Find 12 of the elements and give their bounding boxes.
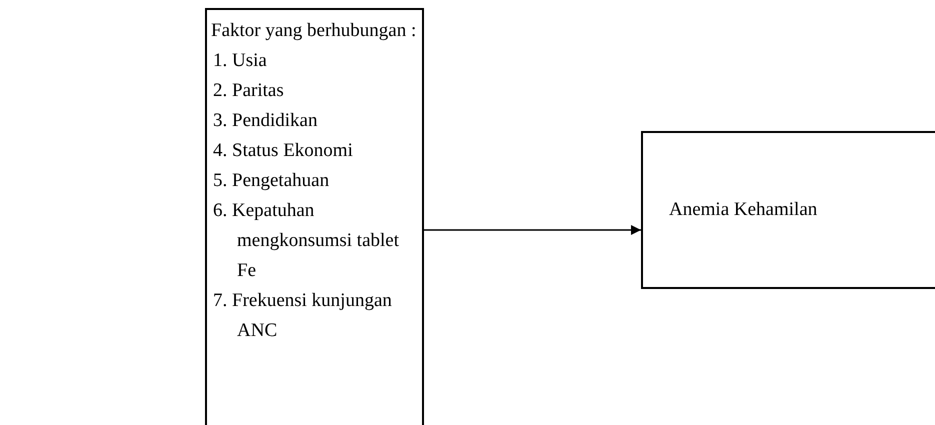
list-item: 1. Usia — [212, 49, 268, 73]
node-label: Anemia Kehamilan — [669, 198, 818, 222]
arrow — [424, 225, 641, 235]
list-item: 6. Kepatuhan mengkonsumsi tablet Fe — [212, 199, 400, 283]
list-item: 4. Status Ekonomi — [212, 139, 354, 163]
list-item: 3. Pendidikan — [212, 109, 318, 133]
text-box — [205, 8, 424, 425]
heading-text: Faktor yang berhubungan : — [211, 19, 418, 43]
text-box — [641, 131, 935, 289]
list-item: 2. Paritas — [212, 79, 285, 103]
list-item: 5. Pengetahuan — [212, 169, 330, 193]
list-item: 7. Frekuensi kunjungan ANC — [212, 289, 393, 343]
